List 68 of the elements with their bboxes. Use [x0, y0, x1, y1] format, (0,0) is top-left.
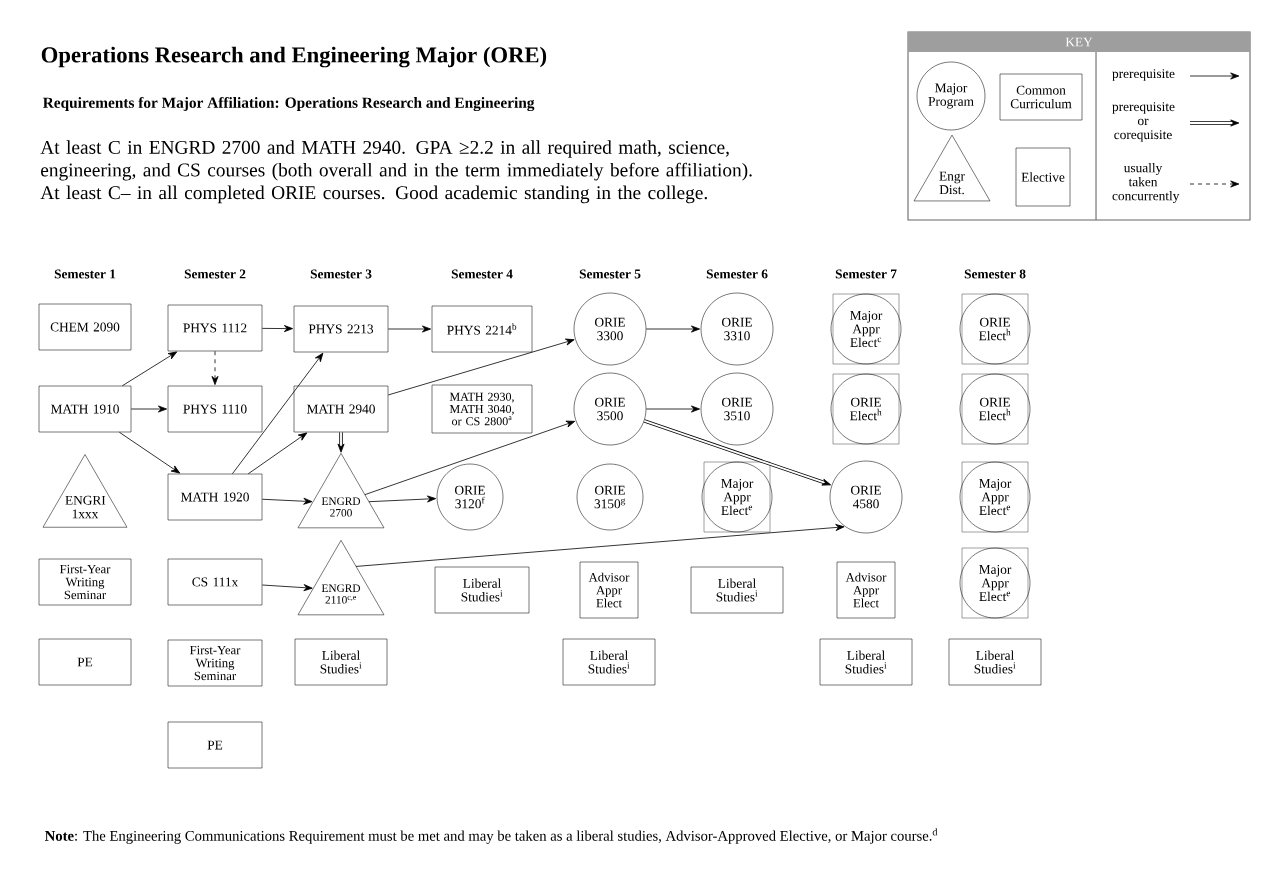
course-box: CHEM 2090 — [38, 303, 132, 351]
course-box: Liberal Studies$^{i}$ — [948, 638, 1042, 686]
requirements-text: At least C in ENGRD 2700 and MATH 2940. GPA ≥2.2 in all required math, science, engineering, and CS courses (both overall and in the term immediately before affiliation). At least C– in all completed ORIE courses. Good academic standing in the college. — [40, 140, 752, 204]
arrow — [118, 431, 181, 474]
course-box: MATH 2940 — [293, 385, 389, 433]
course-box: Liberal Studies$^{i}$ — [294, 638, 388, 686]
arrow — [645, 405, 700, 413]
semester-heading: Semester 6 — [706, 269, 768, 279]
course-box: Liberal Studies$^{i}$ — [562, 638, 656, 686]
semester-heading: Semester 1 — [54, 269, 116, 279]
elective-circle-box: ORIE Elect$^{h}$ — [830, 373, 902, 445]
course-box: Advisor Appr Elect — [836, 561, 896, 619]
semester-heading: Semester 3 — [310, 269, 372, 279]
elective-circle-box: Major Appr Elect$^{c}$ — [830, 293, 902, 365]
arrow — [355, 524, 845, 567]
course-box: Advisor Appr Elect — [579, 561, 639, 619]
arrow — [130, 405, 167, 413]
arrow — [232, 352, 324, 475]
engineering-triangle: Engr Dist. — [913, 134, 991, 202]
subheading: Requirements for Major Affiliation: Operations Research and Engineering — [43, 96, 535, 112]
course-box: First-Year Writing Seminar — [38, 558, 132, 606]
course-box: MATH 1920 — [167, 473, 263, 521]
semester-heading: Semester 7 — [835, 269, 897, 279]
note: Note: The Engineering Communications Requirement must be met and may be taken as a liberal studies, Advisor-Approved Elective, or Major course.$^{d}$ — [45, 828, 938, 844]
semester-heading: Semester 4 — [451, 269, 513, 279]
title: Operations Research and Engineering Major (ORE) — [41, 46, 547, 68]
semester-heading: Semester 2 — [184, 269, 246, 279]
course-box: Liberal Studies$^{i}$ — [434, 566, 530, 614]
arrow — [337, 431, 345, 453]
course-box: MATH 1910 — [38, 385, 132, 433]
engineering-triangle: ENGRI 1xxx — [42, 454, 128, 528]
arrow — [643, 419, 832, 486]
course-box: PE — [167, 721, 263, 769]
course-box: CS 111x — [167, 558, 263, 606]
course-box: PHYS 1110 — [167, 385, 263, 433]
course-box: MATH 2930, MATH 3040, or CS 2800$^{a}$ — [431, 384, 533, 434]
arrow — [121, 351, 178, 387]
legend-label: usually taken concurrently — [1112, 162, 1180, 204]
arrow — [247, 432, 308, 475]
elective-circle-box: Major Appr Elect$^{e}$ — [959, 461, 1031, 533]
engineering-triangle: ENGRD 2110$^{c,e}$ — [297, 540, 385, 616]
course-box: Common Curriculum — [999, 73, 1083, 121]
course-box: PHYS 2214$^{b}$ — [431, 305, 533, 353]
arrow — [387, 325, 431, 333]
legend-label: prerequisite or corequisite — [1112, 102, 1175, 142]
course-box: PHYS 1112 — [167, 304, 263, 352]
engineering-triangle: ENGRD 2700 — [297, 453, 385, 529]
arrow — [261, 497, 313, 505]
arrow — [387, 338, 575, 396]
course-box: Liberal Studies$^{i}$ — [690, 566, 784, 614]
semester-heading: Semester 5 — [579, 269, 641, 279]
elective-circle-box: Major Appr Elect$^{e}$ — [701, 461, 773, 533]
arrow — [261, 584, 313, 592]
arrow — [261, 325, 293, 333]
elective-circle-box: Major Appr Elect$^{e}$ — [959, 547, 1031, 619]
arrow — [364, 420, 576, 496]
semester-heading: Semester 8 — [964, 269, 1026, 279]
course-box: Liberal Studies$^{i}$ — [819, 638, 913, 686]
course-box: PHYS 2213 — [293, 305, 389, 353]
course-box: Elective — [1015, 147, 1071, 207]
arrow — [211, 350, 219, 385]
course-box: First-Year Writing Seminar — [167, 639, 263, 687]
arrow — [645, 325, 700, 333]
course-box: PE — [38, 638, 132, 686]
elective-circle-box: ORIE Elect$^{h}$ — [959, 373, 1031, 445]
elective-circle-box: ORIE Elect$^{h}$ — [959, 293, 1031, 365]
arrow — [368, 495, 437, 503]
legend-label: prerequisite — [1112, 69, 1175, 81]
